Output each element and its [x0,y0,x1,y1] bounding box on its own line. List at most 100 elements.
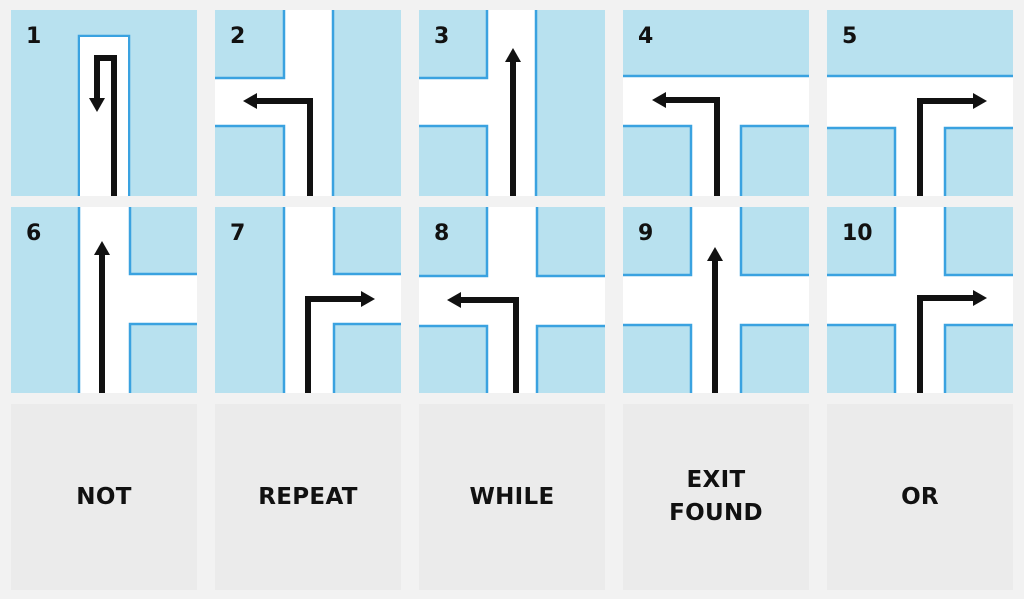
maze-block [537,207,605,276]
path-arrow-line [917,295,973,393]
arrow-head [361,291,375,307]
maze-block [334,207,401,274]
tile-number: 7 [230,221,246,246]
maze-block [945,325,1013,393]
arrow-head [505,48,521,62]
maze-block [419,207,487,276]
tile-number: 10 [842,221,873,246]
maze-block [623,10,809,76]
path-arrow-line [257,98,313,196]
maze-tile-8: 8 [419,207,605,393]
wall-edge [77,34,131,196]
card-label: NOT [76,483,132,510]
maze-block [334,324,401,393]
wall-edge [623,323,693,393]
maze-tile-7: 7 [215,207,401,393]
maze-block [827,325,895,393]
maze-block [827,207,895,275]
card-label: WHILE [469,483,555,510]
maze-block [215,126,284,196]
arrow-head [447,292,461,308]
maze-tile-2-graphic [215,10,401,196]
maze-tile-9: 9 [623,207,809,393]
maze-block [741,126,809,196]
tile-number: 5 [842,24,858,49]
wall-edge [128,207,197,276]
maze-block [623,207,691,275]
arrow-head [94,241,110,255]
maze-tile-7-graphic [215,207,401,393]
maze-block [419,326,487,393]
path-arrow-line [305,296,361,393]
maze-tile-6: 6 [11,207,197,393]
arrow-head [652,92,666,108]
maze-block [945,128,1013,196]
maze-tile-3-graphic [419,10,605,196]
tile-number: 2 [230,24,246,49]
maze-tile-9-graphic [623,207,809,393]
arrow-head [973,93,987,109]
keyword-card-not: NOT [11,404,197,590]
wall-edge [419,124,489,196]
wall-edge [419,324,489,393]
maze-tile-6-graphic [11,207,197,393]
maze-tile-10: 10 [827,207,1013,393]
tile-number: 6 [26,221,42,246]
maze-tile-5-graphic [827,10,1013,196]
keyword-card-repeat: REPEAT [215,404,401,590]
wall-edge [419,10,489,80]
wall-edge [623,124,693,196]
wall-edge [332,322,401,393]
maze-block [741,207,809,275]
maze-block [130,324,197,393]
maze-block [741,325,809,393]
maze-tile-8-graphic [419,207,605,393]
maze-tile-5: 5 [827,10,1013,196]
maze-tile-1-graphic [11,10,197,196]
keyword-card-exit-found: EXIT FOUND [623,404,809,590]
maze-block [215,207,284,393]
card-label: OR [901,483,939,510]
maze-block [333,10,401,196]
path-arrow-line [917,98,973,196]
maze-block [215,10,284,78]
wall-edge [535,207,605,278]
maze-block [623,325,691,393]
path-arrow-line [94,55,117,196]
wall-edge [827,207,897,277]
arrow-head [707,247,723,261]
arrow-head [89,98,105,112]
maze-tile-4: 4 [623,10,809,196]
tile-number: 9 [638,221,654,246]
keyword-card-while: WHILE [419,404,605,590]
keyword-card-or: OR [827,404,1013,590]
maze-block [537,326,605,393]
arrow-head [243,93,257,109]
maze-tile-2: 2 [215,10,401,196]
maze-block [130,207,197,274]
maze-tile-3: 3 [419,10,605,196]
wall-edge [535,324,605,393]
wall-edge [943,126,1013,196]
wall-edge [739,323,809,393]
card-label: REPEAT [258,483,358,510]
wall-edge [943,323,1013,393]
wall-edge [419,207,489,278]
maze-block [419,126,487,196]
maze-block [419,10,487,78]
wall-edge [128,322,197,393]
wall-edge [739,207,809,277]
card-label: EXIT FOUND [669,467,763,526]
maze-block [827,10,1013,76]
wall-edge [943,207,1013,277]
maze-block [536,10,605,196]
tile-number: 4 [638,24,654,49]
path-arrow-line [666,97,720,196]
wall-edge [739,124,809,196]
wall-edge [827,126,897,196]
tile-number: 3 [434,24,450,49]
maze-block [827,128,895,196]
maze-tile-1: 1 [11,10,197,196]
maze-block [623,126,691,196]
tile-number: 8 [434,221,450,246]
